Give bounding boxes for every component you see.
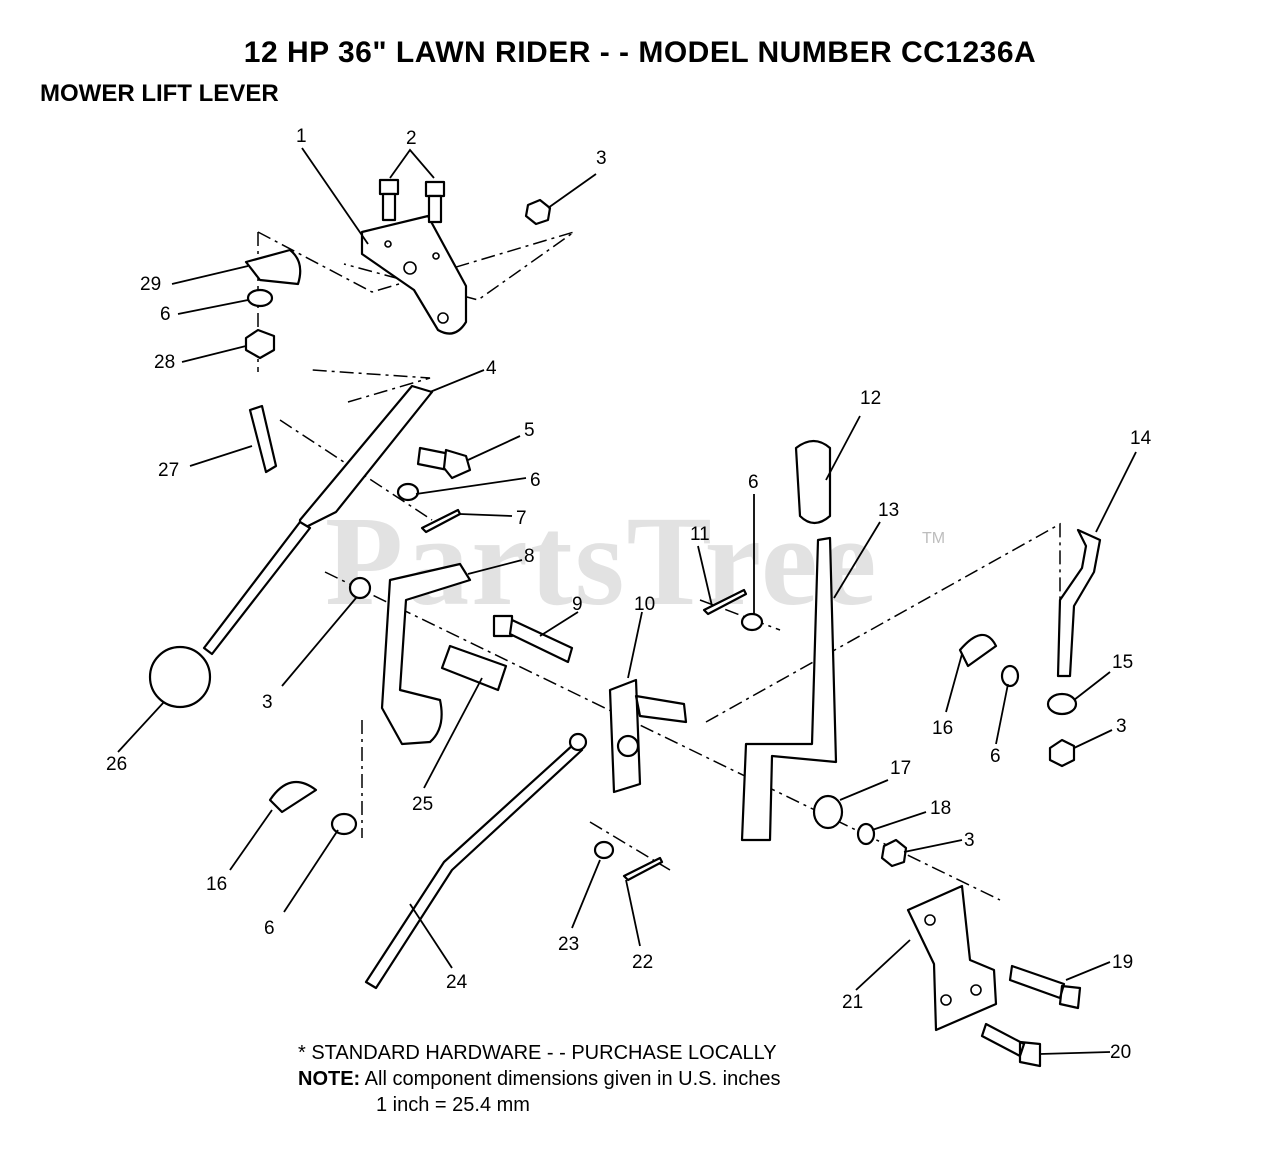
part-3-nut-right [1048, 738, 1076, 768]
callout-12: 12 [860, 388, 881, 409]
part-4-lever-plate [298, 384, 434, 532]
callout-16-left: 16 [206, 874, 227, 895]
part-27-link [248, 404, 278, 474]
part-6-washer-far-right [1000, 664, 1020, 688]
callout-23: 23 [558, 934, 579, 955]
leader-lines [117, 147, 1137, 1055]
callout-15: 15 [1112, 652, 1133, 673]
part-25-spacer [440, 644, 508, 692]
part-10-bushing [616, 734, 640, 758]
watermark: PartsTree [325, 490, 879, 632]
callout-22: 22 [632, 952, 653, 973]
note-text: All component dimensions given in U.S. i… [364, 1068, 781, 1090]
callout-13: 13 [878, 500, 899, 521]
callout-25: 25 [412, 794, 433, 815]
callout-6-upper: 6 [160, 304, 171, 325]
part-3-nut-mid [348, 576, 372, 600]
callout-9: 9 [572, 594, 583, 615]
watermark-trademark: TM [922, 530, 946, 547]
callout-11: 11 [690, 524, 710, 545]
callout-19: 19 [1112, 952, 1133, 973]
callout-6-mid: 6 [530, 470, 541, 491]
part-15-ferrule [1046, 692, 1078, 716]
callout-16-right: 16 [932, 718, 953, 739]
callout-26: 26 [106, 754, 127, 775]
part-16-clip-left [268, 780, 318, 814]
callout-6-far-right: 6 [990, 746, 1001, 767]
part-6-washer-mid [396, 482, 420, 502]
part-3-nut-top [524, 198, 552, 226]
part-26-knob [148, 645, 212, 709]
callout-28: 28 [154, 352, 175, 373]
part-7-pin [420, 508, 462, 534]
callout-3-right: 3 [1116, 716, 1127, 737]
part-24-link-rod [364, 742, 584, 990]
part-11-pin [702, 588, 748, 616]
part-9-bolt [492, 614, 574, 664]
standard-hardware-note: * STANDARD HARDWARE - - PURCHASE LOCALLY [298, 1042, 777, 1064]
part-6-washer-right [740, 612, 764, 632]
dimension-note: NOTE: All component dimensions given in … [298, 1066, 780, 1092]
part-28-nut [244, 328, 276, 360]
callout-27: 27 [158, 460, 179, 481]
callout-14: 14 [1130, 428, 1152, 449]
callout-7: 7 [516, 508, 527, 529]
part-23-washer [593, 840, 615, 860]
callout-5: 5 [524, 420, 535, 441]
callout-29: 29 [140, 274, 161, 295]
callout-20: 20 [1110, 1042, 1131, 1063]
part-16-clip-right [958, 633, 998, 668]
part-10-plate [608, 678, 688, 794]
callout-21: 21 [842, 992, 863, 1013]
callout-2: 2 [406, 128, 417, 149]
callout-4: 4 [486, 358, 497, 379]
part-20-bolt [980, 1022, 1042, 1068]
part-19-bolt [1008, 964, 1082, 1010]
callout-6-right: 6 [748, 472, 759, 493]
assembly-line-upper [257, 231, 575, 301]
footer-notes: * STANDARD HARDWARE - - PURCHASE LOCALLY… [298, 1040, 780, 1118]
callout-17: 17 [890, 758, 911, 779]
callout-6-lower-left: 6 [264, 918, 275, 939]
part-13-handle [740, 536, 838, 842]
part-17-bushing [812, 794, 844, 830]
part-2-bolts [378, 178, 446, 224]
part-6-washer-upper [246, 288, 274, 308]
diagram-title: 12 HP 36" LAWN RIDER - - MODEL NUMBER CC… [243, 36, 1037, 69]
callout-8: 8 [524, 546, 535, 567]
callout-1: 1 [296, 126, 307, 147]
callout-10: 10 [634, 594, 655, 615]
part-8-bracket [380, 562, 472, 746]
part-4-rod [202, 520, 312, 656]
note-label: NOTE: [298, 1068, 361, 1090]
part-12-grip [794, 439, 832, 525]
part-22-pin [622, 856, 664, 882]
part-1-bracket [360, 214, 468, 335]
part-5-bolt [416, 446, 472, 480]
callout-3-lower: 3 [964, 830, 975, 851]
assembly-line-pin [589, 821, 671, 871]
part-6-washer-lower-left [330, 812, 358, 836]
part-3-nut-lower [880, 838, 908, 868]
part-18-washer [856, 822, 876, 846]
callout-18: 18 [930, 798, 951, 819]
callout-3-top: 3 [596, 148, 607, 169]
part-14-rod [1056, 528, 1102, 678]
callout-24: 24 [446, 972, 468, 993]
part-29-clip [244, 248, 302, 286]
section-title: MOWER LIFT LEVER [40, 80, 279, 107]
part-24-rod-end [568, 732, 588, 752]
conversion-note: 1 inch = 25.4 mm [376, 1094, 530, 1116]
part-21-bracket [906, 884, 998, 1032]
assembly-line-rod [311, 369, 431, 403]
callout-3-mid: 3 [262, 692, 273, 713]
